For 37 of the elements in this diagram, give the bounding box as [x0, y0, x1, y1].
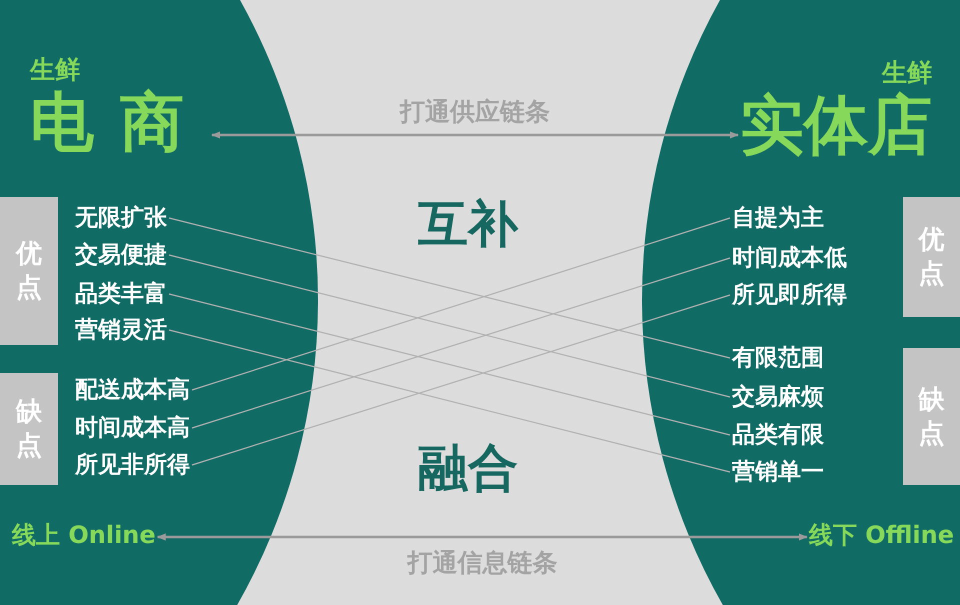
- item-text: 有限范围: [732, 344, 824, 372]
- side-tab: 优点: [903, 197, 960, 317]
- connector-line: [168, 217, 730, 359]
- item-text: 自提为主: [732, 204, 824, 232]
- connector-line: [192, 294, 730, 466]
- item-text: 无限扩张: [75, 204, 167, 232]
- double-arrow: [211, 131, 739, 139]
- channel-label: 线上 Online: [12, 520, 156, 550]
- item-text: 时间成本高: [75, 414, 190, 442]
- item-text: 营销灵活: [75, 316, 167, 344]
- item-text: 交易麻烦: [732, 383, 824, 411]
- center-label: 融合: [418, 440, 518, 496]
- item-text: 营销单一: [732, 458, 824, 486]
- channel-label: 线下 Offline: [808, 520, 954, 550]
- connector-line: [192, 217, 730, 391]
- connector-line: [168, 329, 730, 473]
- edge-label: 打通供应链条: [400, 97, 550, 127]
- item-text: 配送成本高: [75, 376, 190, 404]
- item-text: 时间成本低: [732, 244, 847, 272]
- center-label: 互补: [418, 196, 518, 252]
- side-tab: 缺点: [0, 373, 58, 485]
- item-text: 品类有限: [732, 421, 824, 449]
- connector-line: [168, 293, 730, 436]
- side-tab: 缺点: [903, 348, 960, 485]
- heading: 实体店: [740, 88, 932, 164]
- connector-line: [192, 257, 730, 429]
- category-label: 生鲜: [30, 55, 80, 85]
- connector-line: [168, 254, 730, 398]
- side-tab: 优点: [0, 197, 58, 345]
- item-text: 所见即所得: [732, 281, 847, 309]
- heading: 电商: [30, 85, 210, 161]
- edge-label: 打通信息链条: [407, 548, 558, 578]
- item-text: 交易便捷: [75, 241, 167, 269]
- category-label: 生鲜: [882, 58, 932, 88]
- double-arrow: [156, 533, 808, 541]
- item-text: 所见非所得: [75, 451, 190, 479]
- item-text: 品类丰富: [75, 280, 167, 308]
